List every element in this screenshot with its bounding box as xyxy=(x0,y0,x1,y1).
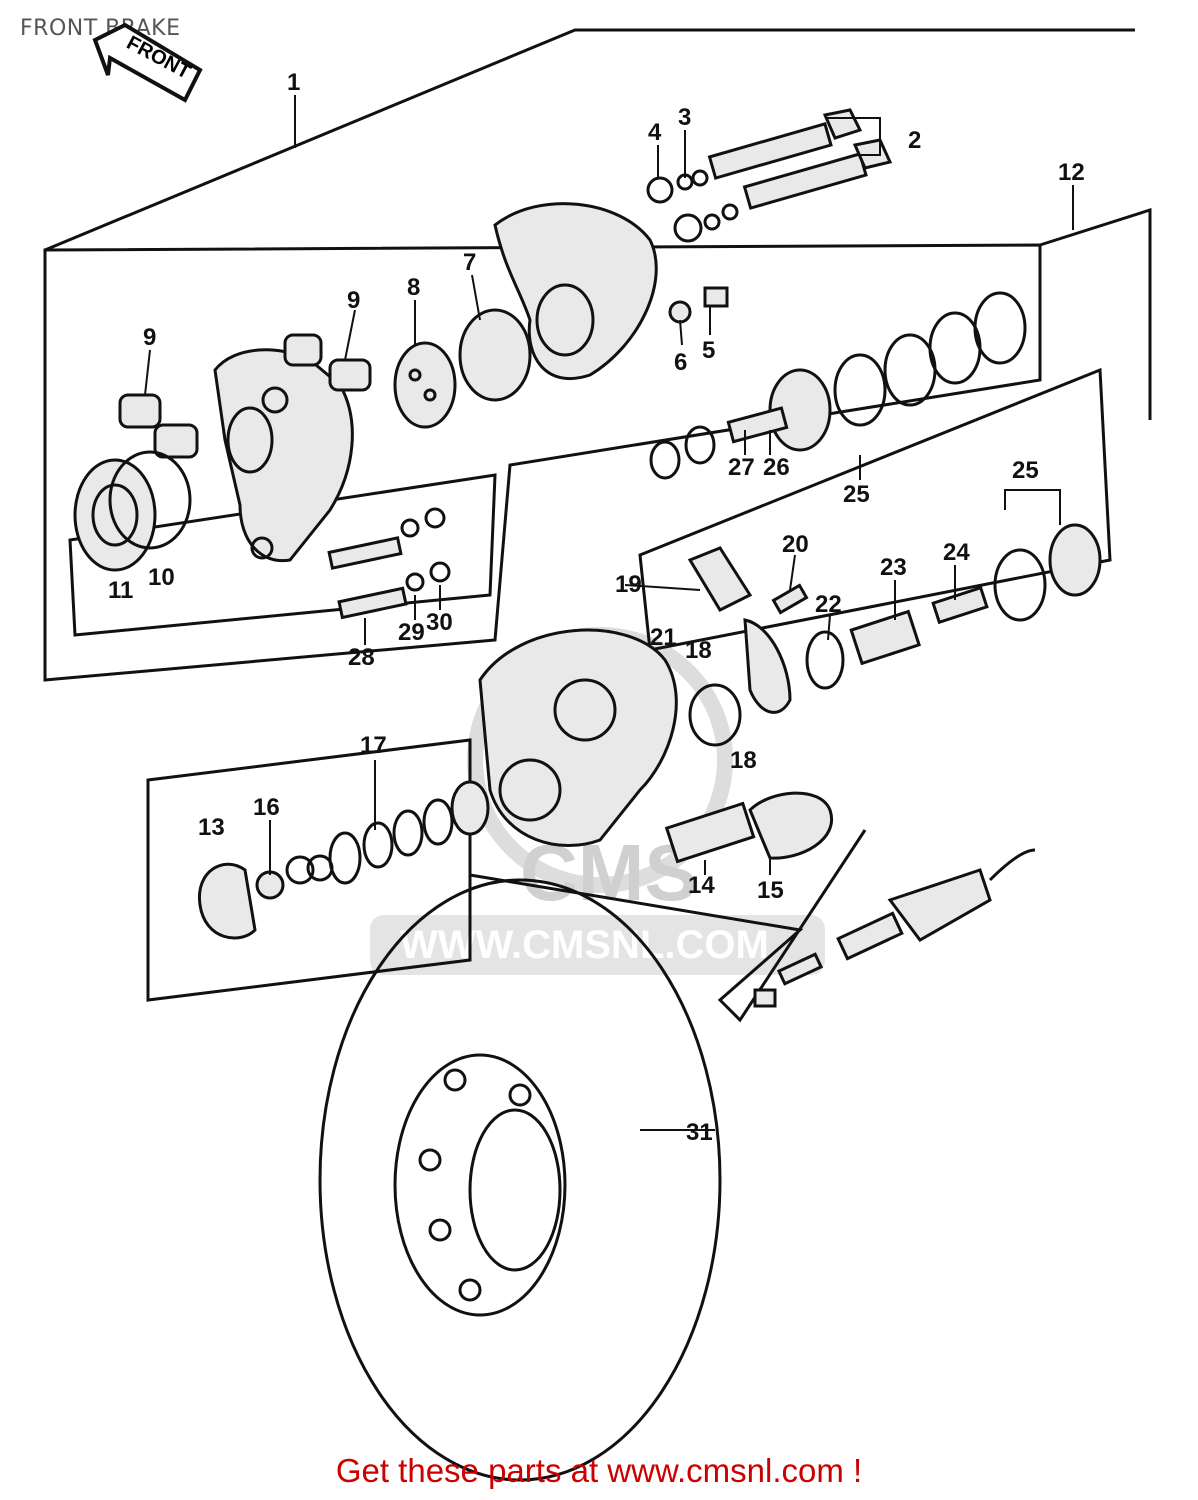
part-bushings-9 xyxy=(118,333,372,459)
part-washers-3-4 xyxy=(646,169,739,243)
callout-23: 23 xyxy=(880,554,907,581)
callout-2: 2 xyxy=(908,127,921,154)
outer-right-frame xyxy=(1039,207,1152,420)
footer-link-text[interactable]: Get these parts at www.cmsnl.com ! xyxy=(335,1452,863,1489)
callout-9b: 9 xyxy=(347,287,360,314)
callout-11: 11 xyxy=(108,577,133,604)
front-arrow: FRONT xyxy=(92,22,203,103)
piston-group-frame xyxy=(146,738,472,1002)
part-piston-13-17 xyxy=(198,780,490,940)
part-bleeder-5-6 xyxy=(668,286,729,324)
part-pad-7 xyxy=(458,308,532,402)
callout-5: 5 xyxy=(702,337,715,364)
pad-group-frame xyxy=(68,473,497,637)
part-cable xyxy=(753,848,1036,1008)
callout-16: 16 xyxy=(253,794,280,821)
part-cam-19-22 xyxy=(687,546,845,714)
callout-31: 31 xyxy=(686,1119,713,1146)
callout-10: 10 xyxy=(148,564,175,591)
callout-18a: 18 xyxy=(685,637,712,664)
seal-group-frame xyxy=(638,367,1112,652)
callout-26: 26 xyxy=(763,454,790,481)
callout-labels: 1 2 3 4 5 6 7 8 9 9 10 11 12 13 14 15 16… xyxy=(108,69,1085,1146)
part-caliper-body xyxy=(478,628,742,848)
part-caliper-half xyxy=(493,202,658,381)
part-spring-14-15 xyxy=(664,791,834,864)
callout-12: 12 xyxy=(1058,159,1085,186)
callout-28: 28 xyxy=(348,644,375,671)
cable-frame xyxy=(469,829,867,1023)
callout-1: 1 xyxy=(287,69,300,96)
callout-17: 17 xyxy=(360,732,387,759)
callout-13: 13 xyxy=(198,814,225,841)
part-disc-31 xyxy=(318,878,722,1482)
callout-19: 19 xyxy=(615,571,642,598)
callout-15: 15 xyxy=(757,877,784,904)
callout-14: 14 xyxy=(688,872,715,899)
part-bracket xyxy=(213,348,354,563)
assembly-frames xyxy=(43,28,1152,1023)
part-bolts-2 xyxy=(707,108,893,210)
callout-25a: 25 xyxy=(843,481,870,508)
callout-27: 27 xyxy=(728,454,755,481)
part-bolts-28-30 xyxy=(327,507,451,620)
callout-30: 30 xyxy=(426,609,453,636)
callout-7: 7 xyxy=(463,249,476,276)
part-adjuster-26-27 xyxy=(726,368,832,452)
callout-25b: 25 xyxy=(1012,457,1039,484)
callout-29: 29 xyxy=(398,619,425,646)
callout-8: 8 xyxy=(407,274,420,301)
callout-20: 20 xyxy=(782,531,809,558)
caliper-assembly-frame xyxy=(44,28,1135,252)
part-pad-8 xyxy=(393,341,457,429)
leader-lines xyxy=(144,95,1074,1131)
callout-22: 22 xyxy=(815,591,842,618)
callout-21: 21 xyxy=(650,624,677,651)
callout-9a: 9 xyxy=(143,324,156,351)
part-boot-10-11 xyxy=(73,450,192,572)
callout-4: 4 xyxy=(648,119,662,146)
part-seals-25 xyxy=(649,291,1102,622)
callout-18b: 18 xyxy=(730,747,757,774)
part-shaft-23-24 xyxy=(849,585,989,666)
callout-6: 6 xyxy=(674,349,687,376)
callout-3: 3 xyxy=(678,104,691,131)
callout-24: 24 xyxy=(943,539,970,566)
